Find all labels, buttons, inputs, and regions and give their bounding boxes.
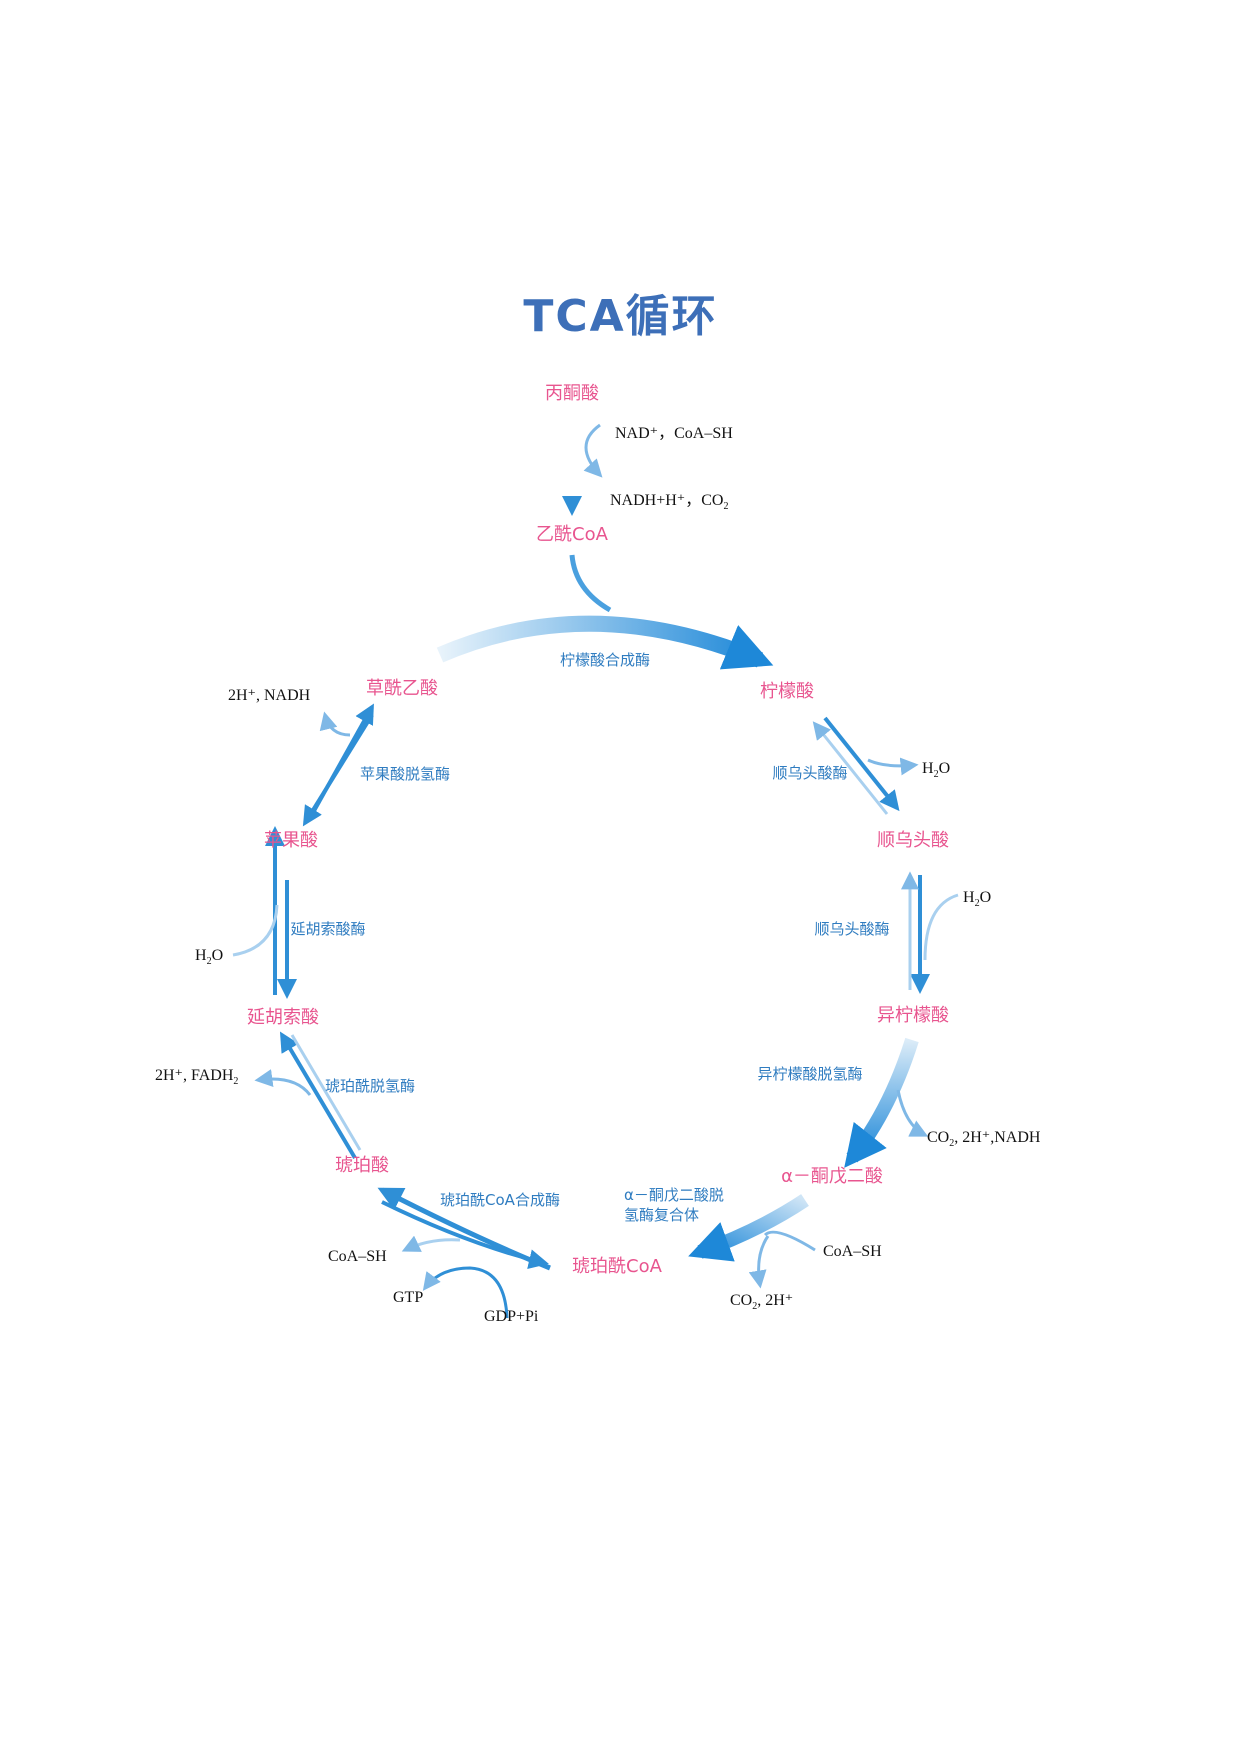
malate-dh-step [302, 703, 374, 827]
akg-dh-step [688, 1194, 816, 1289]
akg-dh-coash-arrow [763, 1230, 816, 1252]
aconitase-2-step [901, 871, 959, 994]
cofactor-pdh-in: NAD⁺，CoA–SH [615, 425, 733, 442]
metabolite-isocitrate: 异柠檬酸 [877, 1005, 949, 1026]
cofactor-scs-gdp-pi: GDP+Pi [484, 1308, 539, 1325]
succinate-dh-reverse-arrow [290, 1034, 362, 1151]
aconitase-1-reverse-arrow [812, 721, 889, 815]
akg-dh-arrow [688, 1194, 809, 1262]
enzyme-aconitase-2: 顺乌头酸酶 [814, 920, 889, 938]
succinate-dh-step [254, 1031, 362, 1160]
metabolite-oxaloacetate: 草酰乙酸 [366, 678, 438, 699]
enzyme-citrate-synthase: 柠檬酸合成酶 [560, 651, 650, 669]
akg-dh-co2-arrow [748, 1235, 770, 1289]
enzyme-akg-dh-line1: α－酮戊二酸脱 [624, 1186, 724, 1204]
isocitrate-dh-arrow [844, 1037, 919, 1168]
isocitrate-dh-co2-arrow [896, 1089, 929, 1137]
acetyl-coa-entry-arrow [569, 554, 612, 613]
metabolite-pyruvate: 丙酮酸 [545, 383, 599, 404]
metabolite-alpha-ketoglutarate: α－酮戊二酸 [781, 1166, 883, 1187]
cofactor-malate-dh-products: 2H⁺, NADH [228, 687, 311, 704]
enzyme-fumarase: 延胡索酸酶 [290, 920, 365, 938]
page-title: TCA循环 [523, 291, 718, 342]
isocitrate-dh-step [844, 1037, 929, 1168]
metabolite-acetyl-coa: 乙酰CoA [536, 524, 609, 545]
malate-dh-reverse-arrow [302, 713, 374, 827]
malate-dh-nadh-arrow [319, 711, 351, 737]
cofactor-fumarase-water: H2O [195, 947, 223, 967]
enzyme-aconitase-1: 顺乌头酸酶 [772, 764, 847, 782]
metabolite-citrate: 柠檬酸 [760, 681, 814, 702]
enzyme-malate-dh: 苹果酸脱氢酶 [360, 765, 450, 783]
cofactor-akg-dh-products: CO2, 2H⁺ [730, 1292, 793, 1312]
enzyme-succinyl-coa-synthetase: 琥珀酰CoA合成酶 [440, 1191, 560, 1209]
cofactor-aconitase-2-water: H2O [963, 889, 991, 909]
aconitase-2-water-arrow [923, 893, 959, 961]
succinate-dh-fadh2-arrow [254, 1069, 312, 1096]
fumarase-water-arrow [232, 904, 279, 957]
fumarase-step [232, 826, 297, 999]
metabolite-succinate: 琥珀酸 [335, 1155, 389, 1176]
cofactor-aconitase-1-water: H2O [922, 760, 950, 780]
aconitase-1-water-arrow [867, 757, 919, 776]
cofactor-succinate-dh-products: 2H⁺, FADH2 [155, 1067, 238, 1087]
succinyl-coa-synthetase-coash-arrow [401, 1235, 461, 1252]
metabolite-malate: 苹果酸 [264, 830, 318, 851]
metabolite-succinyl-coa: 琥珀酰CoA [572, 1256, 663, 1277]
cofactor-scs-coash: CoA–SH [328, 1248, 387, 1265]
succinyl-coa-synthetase-back-arrow [381, 1200, 549, 1269]
cofactor-scs-gtp: GTP [393, 1289, 423, 1306]
cofactor-akg-dh-coash: CoA–SH [823, 1243, 882, 1260]
pdh-cofactor-arrow [583, 423, 603, 478]
aconitase-1-step [812, 716, 919, 815]
aconitase-1-forward-arrow [823, 716, 900, 812]
cofactor-isocitrate-dh-products: CO2, 2H⁺,NADH [927, 1129, 1041, 1149]
metabolite-cis-aconitate: 顺乌头酸 [877, 830, 949, 851]
enzyme-akg-dh-line2: 氢酶复合体 [624, 1206, 699, 1224]
succinate-dh-forward-arrow [279, 1031, 357, 1160]
cofactor-pdh-out: NADH+H⁺，CO2 [610, 492, 728, 512]
metabolite-fumarate: 延胡索酸 [247, 1007, 319, 1028]
enzyme-isocitrate-dh: 异柠檬酸脱氢酶 [757, 1065, 862, 1083]
enzyme-succinate-dh: 琥珀酰脱氢酶 [325, 1077, 415, 1095]
citrate-synthase-arrow [436, 615, 774, 670]
succinyl-coa-synthetase-gdp-arrow [422, 1266, 509, 1319]
pdh-step [562, 410, 603, 516]
succinyl-coa-synthetase-step [377, 1187, 551, 1319]
